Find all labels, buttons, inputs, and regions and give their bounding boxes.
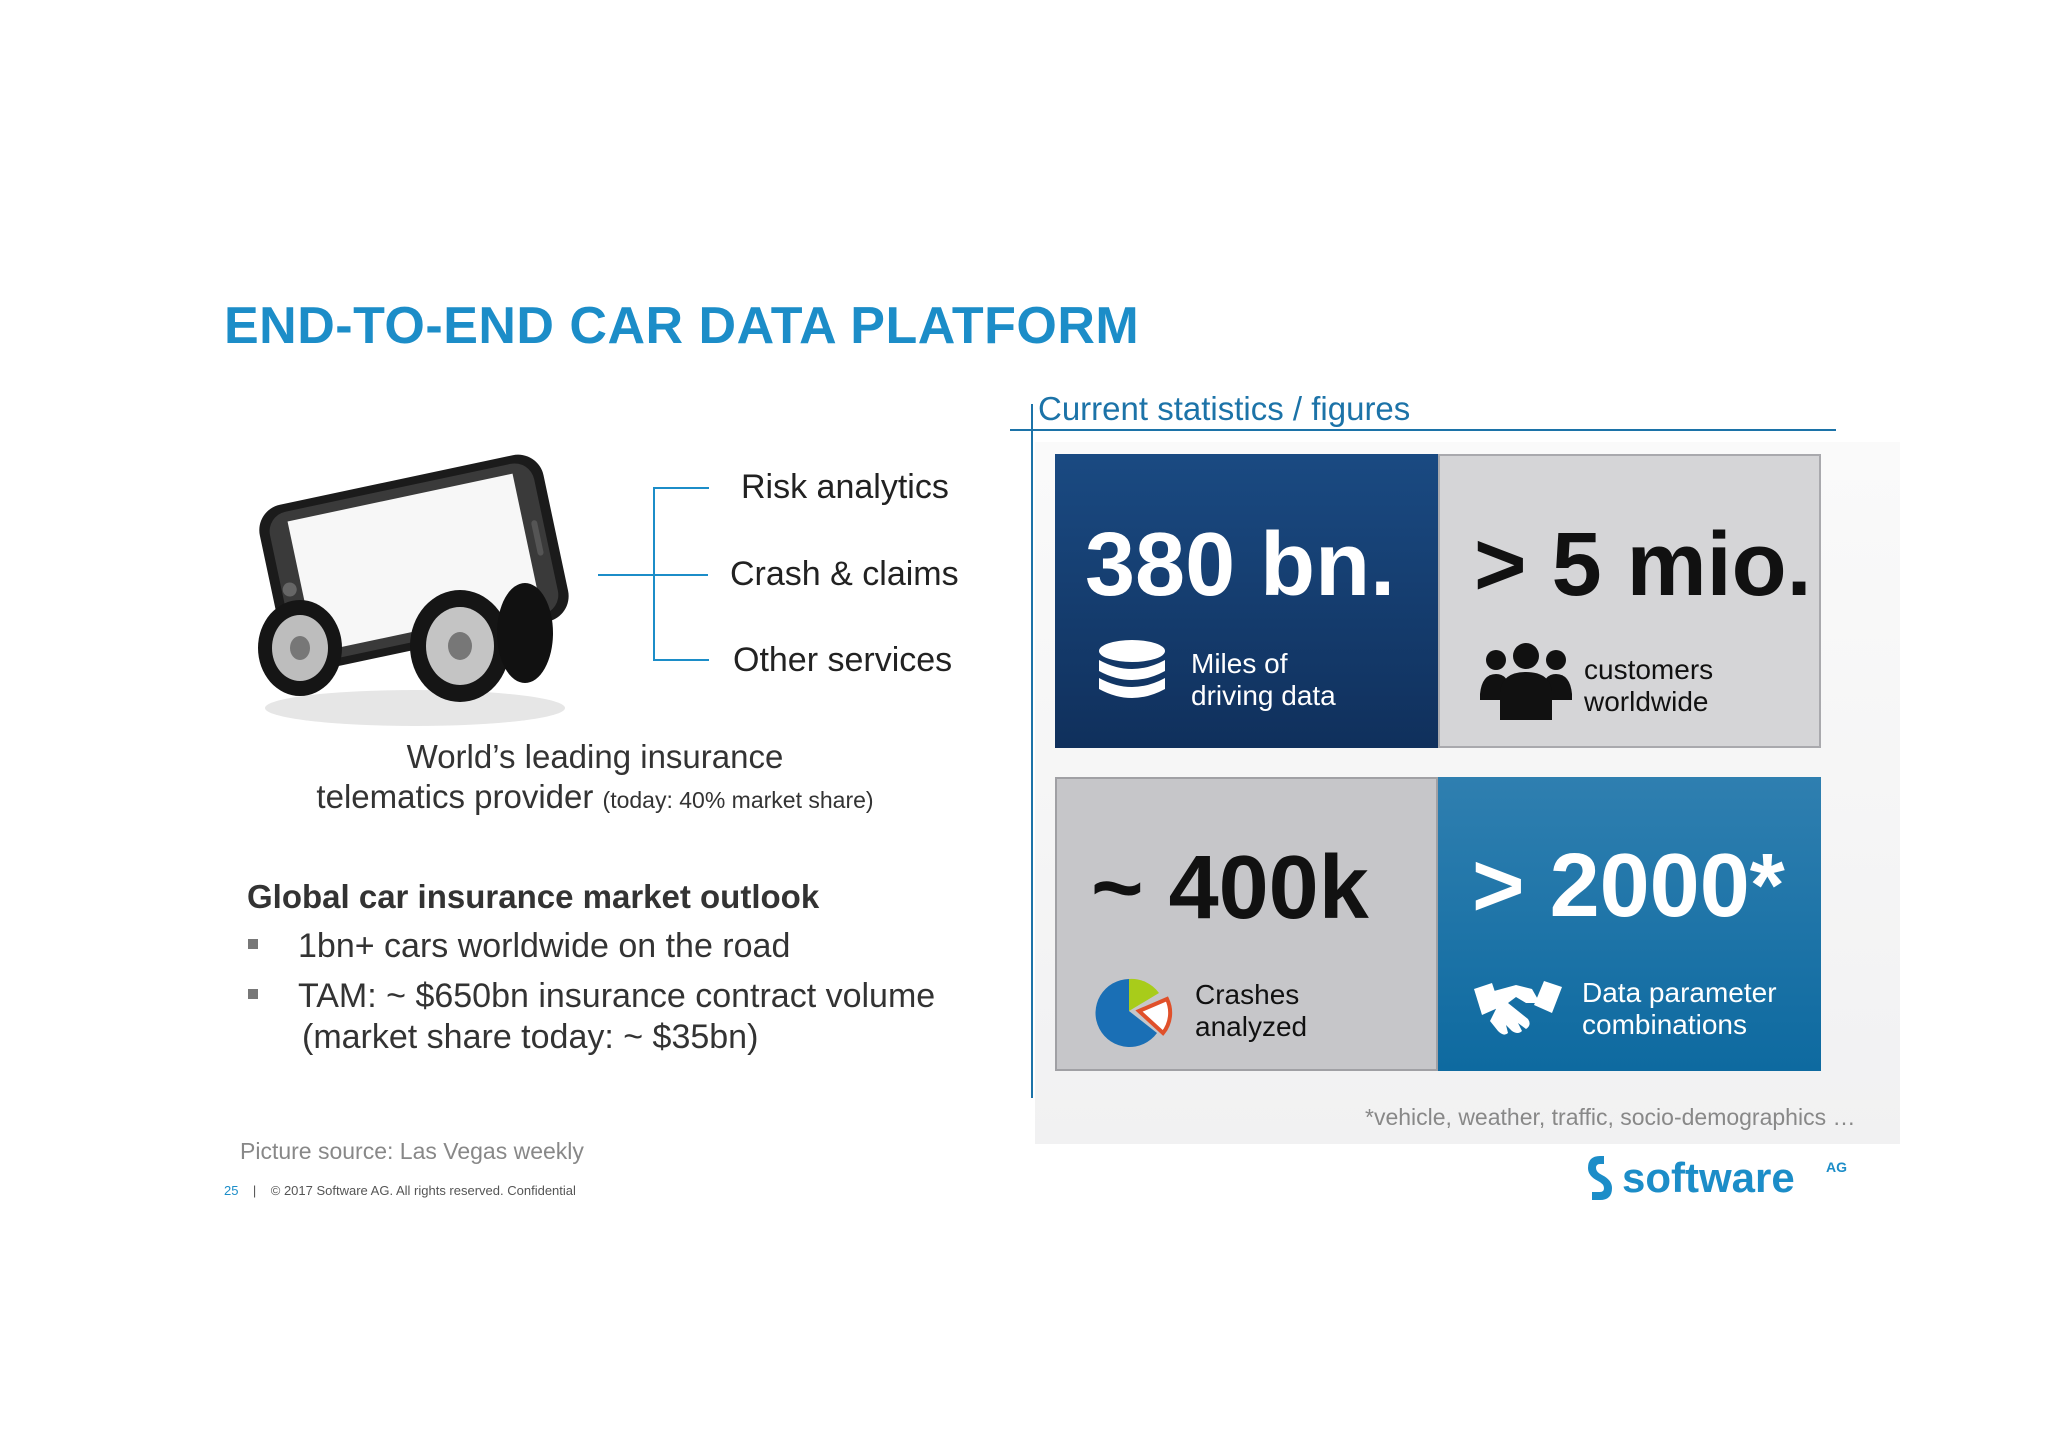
branch-bottom [653, 659, 709, 661]
stat-label-line2: worldwide [1584, 686, 1709, 717]
footer-separator: | [252, 1183, 257, 1198]
logo-text: software [1622, 1154, 1795, 1201]
stat-tile-parameters: > 2000* Data parameter combinations [1438, 777, 1821, 1071]
database-icon [1099, 640, 1165, 698]
stats-heading: Current statistics / figures [1038, 390, 1411, 427]
outlook-bullet-continuation: (market share today: ~ $35bn) [302, 1018, 759, 1056]
copyright: © 2017 Software AG. All rights reserved.… [270, 1183, 576, 1198]
software-ag-logo: software AG [1588, 1154, 1847, 1201]
provider-caption-line2: telematics provider (today: 40% market s… [300, 778, 890, 816]
branch-top [653, 487, 709, 489]
outlook-bullet: TAM: ~ $650bn insurance contract volume [248, 977, 935, 1016]
stat-label-line1: customers [1584, 654, 1714, 685]
stat-value: > 2000* [1472, 836, 1785, 936]
stat-label-line2: analyzed [1195, 1011, 1308, 1042]
stats-footnote: *vehicle, weather, traffic, socio-demogr… [1365, 1104, 1856, 1130]
branch-vertical [653, 487, 655, 661]
provider-caption-line1: World’s leading insurance [406, 738, 784, 775]
logo-suffix: AG [1826, 1159, 1847, 1175]
people-icon [1480, 643, 1572, 720]
stat-value: ~ 400k [1091, 838, 1369, 938]
phone-car-illustration [258, 454, 569, 726]
stat-tile-crashes: ~ 400k Crashes analyzed [1055, 777, 1438, 1071]
stats-vertical-rule [1031, 404, 1033, 1098]
footer: 25 | © 2017 Software AG. All rights rese… [224, 1183, 576, 1198]
service-other: Other services [733, 641, 953, 679]
stat-label-line2: driving data [1191, 680, 1336, 711]
bullet-text: TAM: ~ $650bn insurance contract volume [298, 977, 936, 1015]
bullet-square-icon [248, 989, 258, 1000]
provider-caption-text: telematics provider [316, 778, 594, 815]
handshake-icon [1474, 981, 1562, 1035]
bullet-square-icon [248, 939, 258, 950]
page-number: 25 [224, 1183, 239, 1198]
page-title: END-TO-END CAR DATA PLATFORM [224, 297, 1140, 355]
stat-label-line1: Miles of [1191, 648, 1288, 679]
outlook-bullet: 1bn+ cars worldwide on the road [248, 927, 790, 966]
bullet-text: 1bn+ cars worldwide on the road [298, 927, 791, 965]
stat-label-line2: combinations [1582, 1009, 1747, 1040]
pie-chart-icon [1095, 978, 1173, 1047]
stat-value: > 5 mio. [1474, 515, 1812, 615]
stat-tile-customers: > 5 mio. customers worldwide [1438, 454, 1821, 748]
service-crash-claims: Crash & claims [730, 555, 959, 593]
service-risk-analytics: Risk analytics [741, 468, 949, 506]
market-share-note: (today: 40% market share) [602, 787, 874, 813]
stat-value: 380 bn. [1085, 515, 1396, 615]
picture-source: Picture source: Las Vegas weekly [240, 1138, 584, 1164]
stat-label-line1: Data parameter [1582, 977, 1777, 1008]
outlook-heading: Global car insurance market outlook [247, 878, 820, 915]
stats-heading-rule [1010, 429, 1836, 431]
stat-label-line1: Crashes [1195, 979, 1300, 1010]
stat-tile-miles: 380 bn. Miles of driving data [1055, 454, 1438, 748]
